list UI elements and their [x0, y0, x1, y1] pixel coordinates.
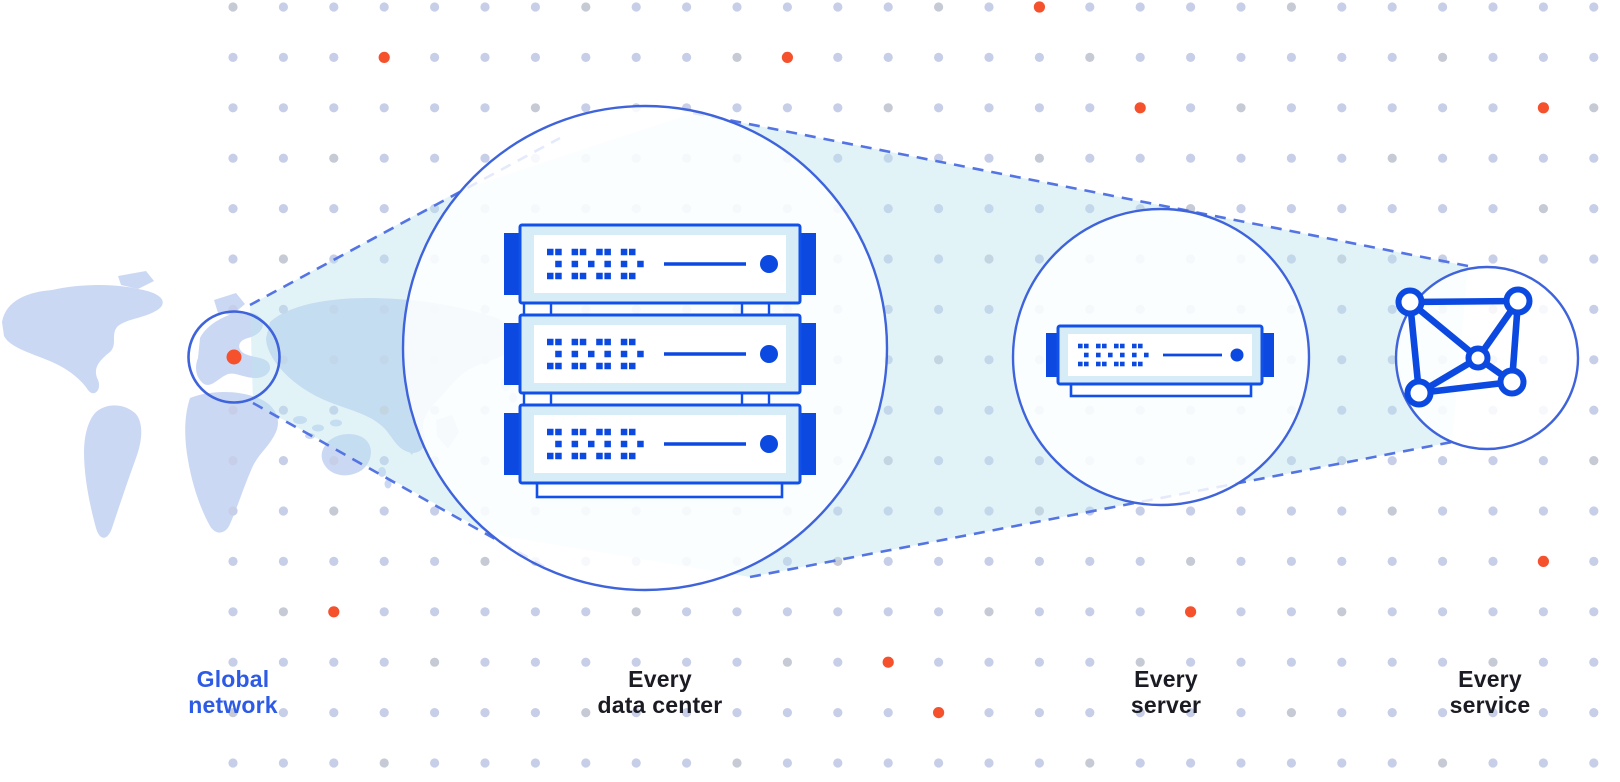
globe-highlight-circle — [187, 310, 281, 404]
label-every-data-center: Every data center — [597, 666, 723, 718]
server-unit — [504, 313, 816, 395]
map-location-dot — [226, 349, 242, 365]
orange-accent-dots — [328, 1, 1549, 719]
mesh-node — [1395, 287, 1425, 317]
mesh-node — [1465, 345, 1491, 371]
orange-accent-dot — [328, 606, 340, 618]
server-icon — [1046, 324, 1274, 398]
mesh-node — [1503, 286, 1533, 316]
server-stack-icon — [504, 223, 816, 499]
orange-accent-dot — [1537, 102, 1549, 114]
orange-accent-dot — [1537, 555, 1549, 568]
mesh-node — [1497, 367, 1527, 397]
label-every-server: Every server — [1130, 666, 1202, 718]
orange-accent-dot — [1185, 606, 1197, 618]
orange-accent-dot — [933, 707, 945, 719]
orange-accent-dot — [781, 51, 794, 64]
server-unit — [504, 223, 816, 305]
label-global-network: Global network — [188, 666, 278, 718]
label-every-service: Every service — [1449, 666, 1531, 718]
dashed-line-bottom-right — [749, 440, 1453, 579]
mesh-network-icon — [1395, 286, 1533, 408]
mesh-node — [1404, 378, 1434, 408]
orange-accent-dot — [1134, 102, 1146, 114]
orange-accent-dot — [378, 51, 390, 64]
orange-accent-dot — [882, 656, 894, 668]
server-unit — [504, 403, 816, 485]
orange-accent-dot — [1033, 1, 1045, 13]
